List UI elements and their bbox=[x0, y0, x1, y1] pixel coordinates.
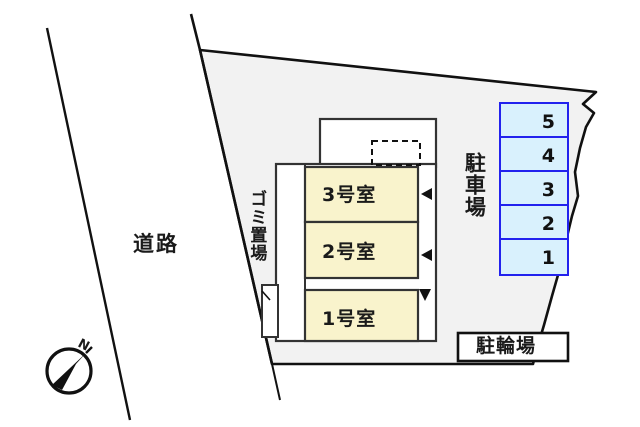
road-label: 道路 bbox=[133, 232, 179, 256]
room-1-shape[interactable] bbox=[303, 288, 420, 343]
bicycle-parking-shape[interactable] bbox=[456, 331, 570, 363]
parking-lot-label: 駐車場 bbox=[462, 152, 487, 218]
parking-stall-2-number: 2 bbox=[541, 213, 555, 235]
site-left-edge-lower bbox=[198, 49, 274, 365]
parking-stall-5-number: 5 bbox=[541, 111, 555, 133]
room-1-label: 1号室 bbox=[322, 308, 377, 330]
parking-stall-1-shape[interactable] bbox=[499, 238, 569, 276]
road-boundary-line bbox=[45, 27, 132, 421]
building-west-protrusion bbox=[261, 284, 279, 338]
room-3-label: 3号室 bbox=[322, 184, 377, 206]
compass-rose-icon bbox=[45, 346, 93, 395]
building-upper-block bbox=[318, 117, 438, 169]
parking-stall-3-number: 3 bbox=[541, 179, 555, 201]
garbage-area-label: ゴミ置場 bbox=[246, 190, 267, 262]
garbage-area-leader-line bbox=[261, 290, 271, 301]
room-3-entrance-arrow-icon bbox=[421, 188, 432, 200]
site-left-edge-upper bbox=[189, 13, 202, 51]
room-2-label: 2号室 bbox=[322, 241, 377, 263]
bicycle-parking-label: 駐輪場 bbox=[476, 335, 537, 357]
room-2-shape[interactable] bbox=[303, 220, 420, 280]
room-2-entrance-arrow-icon bbox=[421, 249, 432, 261]
dashed-overhang-outline bbox=[371, 140, 421, 166]
parking-stall-4-number: 4 bbox=[541, 145, 555, 167]
parking-stall-1-number: 1 bbox=[541, 247, 555, 269]
site-left-edge-tail bbox=[271, 363, 281, 401]
room-1-entrance-arrow-icon bbox=[419, 289, 431, 301]
